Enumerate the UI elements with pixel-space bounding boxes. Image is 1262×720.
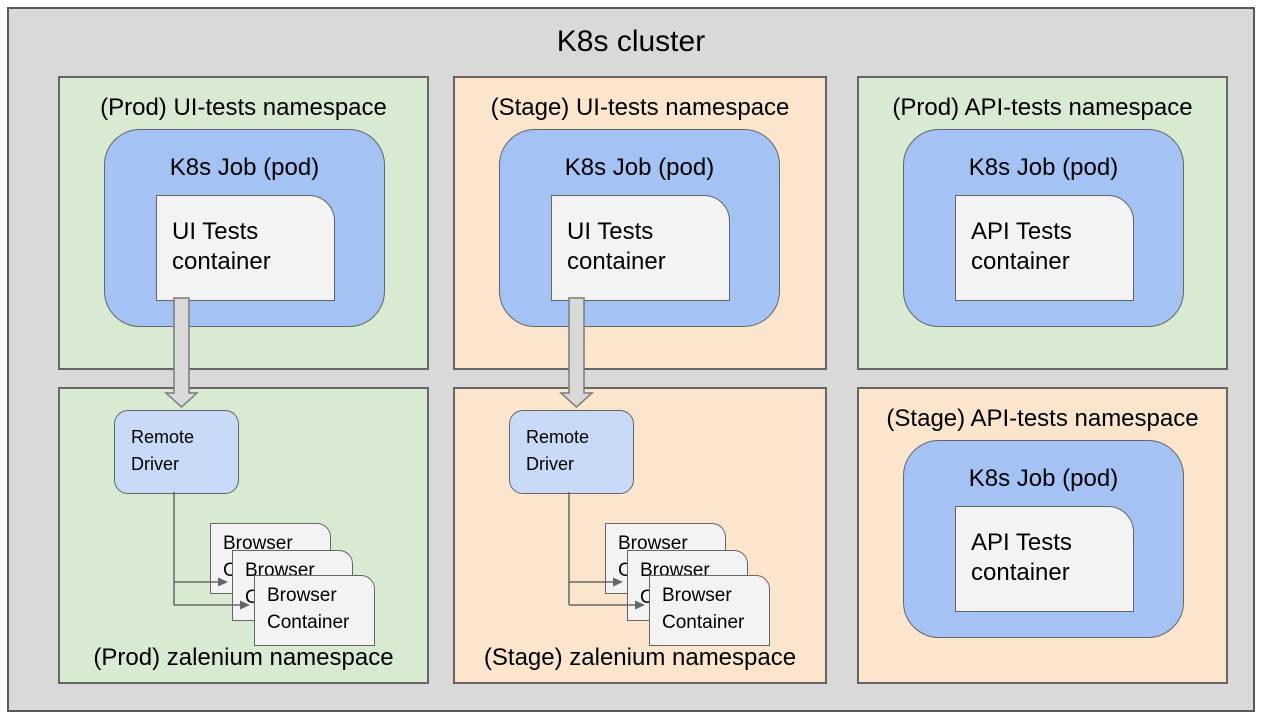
browser-container-label: Browser Container <box>267 585 350 633</box>
namespace-stage-zalenium: Remote Driver Browser Container Browser … <box>453 387 827 684</box>
namespace-title: (Stage) UI-tests namespace <box>490 94 790 121</box>
namespace-title: (Stage) API-tests namespace <box>886 405 1199 432</box>
namespace-prod-api-tests: (Prod) API-tests namespace K8s Job (pod)… <box>857 76 1228 370</box>
container-label: UI Tests container <box>567 218 666 275</box>
job-title: K8s Job (pod) <box>564 154 715 181</box>
ui-tests-container-prod: UI Tests container <box>156 195 335 301</box>
browser-container-prod-3: Browser Container <box>254 575 375 646</box>
namespace-title: (Prod) zalenium namespace <box>93 644 394 671</box>
k8s-job-pod-prod-api: K8s Job (pod) API Tests container <box>903 129 1184 327</box>
job-title: K8s Job (pod) <box>968 154 1119 181</box>
container-label: API Tests container <box>971 529 1072 586</box>
api-tests-container-prod: API Tests container <box>955 195 1134 301</box>
namespace-stage-ui-tests: (Stage) UI-tests namespace K8s Job (pod)… <box>453 76 827 370</box>
job-title: K8s Job (pod) <box>169 154 320 181</box>
container-label: UI Tests container <box>172 218 271 275</box>
namespace-title: (Prod) API-tests namespace <box>892 94 1193 121</box>
job-title: K8s Job (pod) <box>968 465 1119 492</box>
browser-container-stage-3: Browser Container <box>649 575 770 646</box>
namespace-title: (Prod) UI-tests namespace <box>100 94 387 121</box>
namespace-prod-ui-tests: (Prod) UI-tests namespace K8s Job (pod) … <box>58 76 429 370</box>
remote-driver-stage: Remote Driver <box>509 410 634 494</box>
remote-driver-prod: Remote Driver <box>114 410 239 494</box>
namespace-stage-api-tests: (Stage) API-tests namespace K8s Job (pod… <box>857 387 1228 684</box>
k8s-job-pod-stage-api: K8s Job (pod) API Tests container <box>903 440 1184 638</box>
remote-driver-label: Remote Driver <box>526 427 590 474</box>
cluster-title: K8s cluster <box>556 25 706 58</box>
api-tests-container-stage: API Tests container <box>955 506 1134 612</box>
namespace-prod-zalenium: Remote Driver Browser Container Browser … <box>58 387 429 684</box>
k8s-cluster-box: K8s cluster (Prod) UI-tests namespace K8… <box>7 7 1255 712</box>
namespace-title: (Stage) zalenium namespace <box>483 644 797 671</box>
ui-tests-container-stage: UI Tests container <box>551 195 730 301</box>
browser-container-label: Browser Container <box>662 585 745 633</box>
container-label: API Tests container <box>971 218 1072 275</box>
remote-driver-label: Remote Driver <box>131 427 195 474</box>
k8s-job-pod-prod-ui: K8s Job (pod) UI Tests container <box>104 129 385 327</box>
k8s-job-pod-stage-ui: K8s Job (pod) UI Tests container <box>499 129 780 327</box>
